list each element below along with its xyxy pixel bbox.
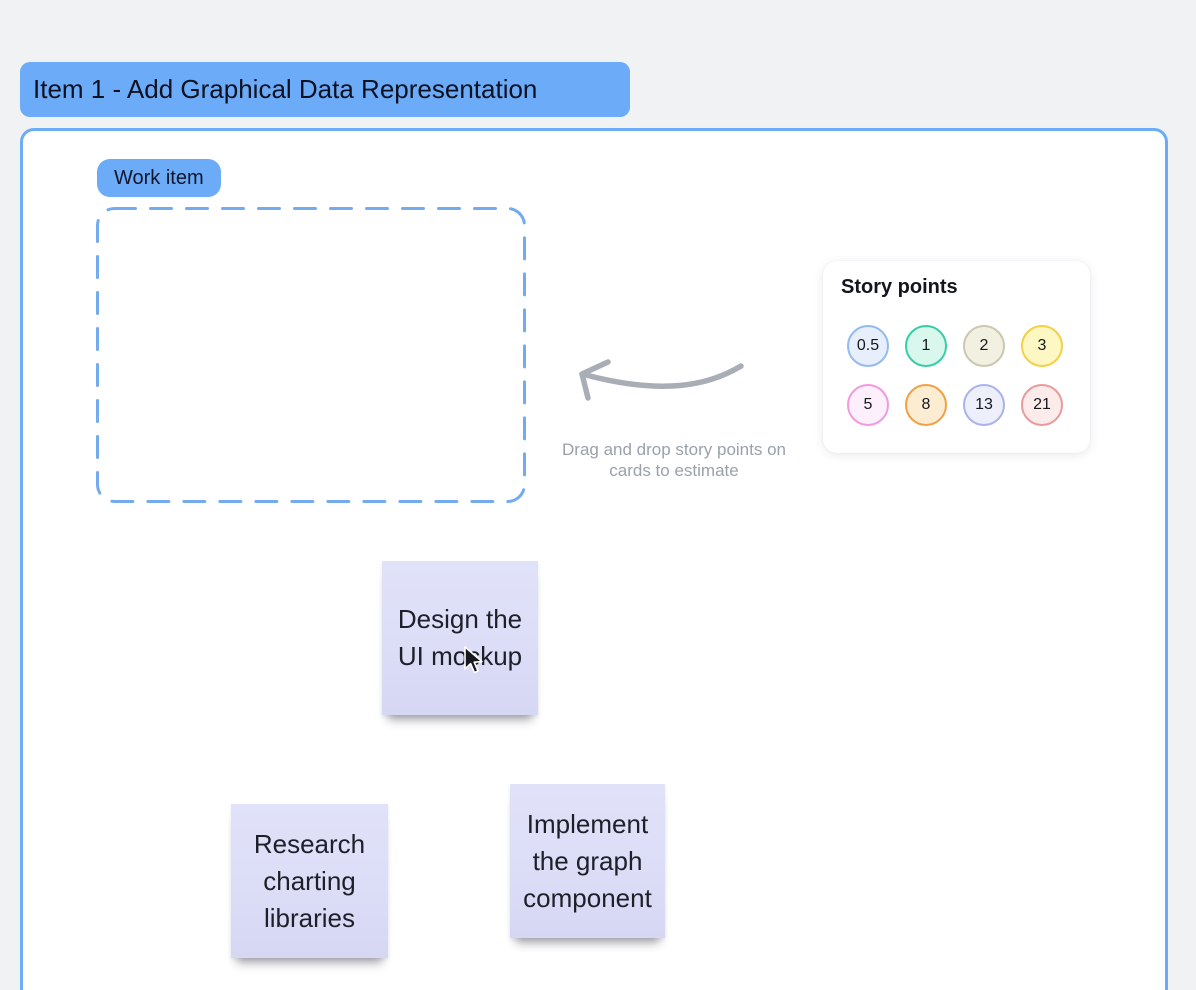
story-points-card: Story points 0.5 1 2 3 5 8 13 21 (823, 261, 1090, 453)
note-line: the graph (532, 845, 643, 876)
note-line: Research (253, 828, 366, 859)
note-line: Implement (526, 808, 649, 839)
work-item-badge[interactable]: Work item (97, 159, 221, 197)
note-line: libraries (263, 902, 356, 933)
annotation-text: Drag and drop story points on cards to e… (545, 439, 803, 481)
sticky-note-design-ui-mockup[interactable]: Design the UI mockup (382, 561, 538, 715)
note-line: component (523, 882, 652, 913)
story-points-dropzone[interactable] (95, 206, 527, 504)
note-line: UI mockup (397, 641, 523, 671)
story-point-5[interactable]: 5 (847, 384, 889, 426)
board-title-badge[interactable]: Item 1 - Add Graphical Data Representati… (20, 62, 630, 117)
story-point-2[interactable]: 2 (963, 325, 1005, 367)
story-point-13[interactable]: 13 (963, 384, 1005, 426)
story-points-title: Story points (841, 276, 958, 298)
note-line: charting (263, 865, 356, 896)
story-points-grid: 0.5 1 2 3 5 8 13 21 (847, 325, 1072, 426)
annotation-line-2: cards to estimate (609, 461, 739, 480)
story-point-3[interactable]: 3 (1021, 325, 1063, 367)
annotation-arrow-icon (579, 359, 744, 401)
work-item-label: Work item (114, 166, 204, 189)
story-point-0.5[interactable]: 0.5 (847, 325, 889, 367)
sticky-note-implement-graph-component[interactable]: Implement the graph component (510, 784, 665, 938)
note-line: Design the (397, 604, 523, 634)
story-point-1[interactable]: 1 (905, 325, 947, 367)
board-title-label: Item 1 - Add Graphical Data Representati… (33, 74, 538, 104)
sticky-note-research-charting-libraries[interactable]: Research charting libraries (231, 804, 388, 958)
story-point-8[interactable]: 8 (905, 384, 947, 426)
annotation-line-1: Drag and drop story points on (562, 440, 786, 459)
story-point-21[interactable]: 21 (1021, 384, 1063, 426)
